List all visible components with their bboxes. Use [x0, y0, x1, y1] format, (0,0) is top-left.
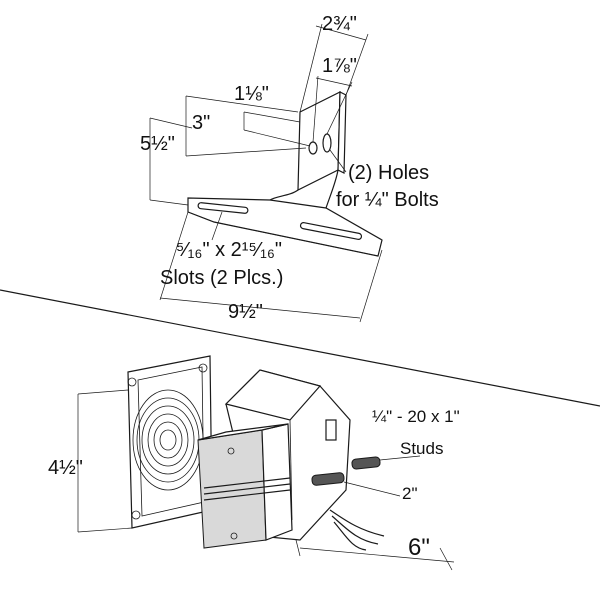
dim-label-depth: 6" [408, 534, 430, 561]
light-assembly [77, 355, 455, 571]
dim-line-9-1-2 [159, 297, 361, 319]
lens-screw [198, 363, 208, 373]
wire [331, 515, 379, 545]
reflector-band [203, 483, 291, 495]
slots-leader [211, 211, 223, 241]
lens-screw [131, 510, 141, 520]
dim-label-total-height: 5½" [140, 133, 175, 155]
slots-note-line1: ⁵⁄₁₆" x 2¹⁵⁄₁₆" [176, 239, 282, 261]
bracket-upright-plate [297, 91, 341, 191]
dim-ext-line [326, 81, 353, 135]
holes-leader [329, 149, 347, 173]
lens-screw [127, 377, 137, 387]
studs-note-line1: ¼" - 20 x 1" [372, 407, 460, 426]
dim-label-hole-offset: 1⅛" [234, 83, 269, 105]
dim-ext-line [159, 211, 189, 301]
dim-label-bracket-length: 9½" [228, 301, 263, 323]
dim-ext-line [243, 111, 301, 123]
dim-label-hole-spacing: 1⅞" [322, 55, 357, 77]
dim-ext-line [149, 117, 193, 129]
dim-line-2-3-4 [315, 25, 367, 41]
dim-ext-line [77, 527, 133, 533]
dim-label-lens-height: 4½" [48, 457, 83, 479]
wire [329, 509, 385, 537]
dim-line-1-7-8 [315, 77, 353, 87]
dim-label-inner-height: 3" [192, 112, 211, 134]
dim-line-2 [343, 481, 401, 497]
bracket-base-edge [187, 211, 379, 257]
dim-ext-line [439, 547, 453, 571]
studs-leader [379, 455, 421, 461]
section-divider [0, 289, 600, 407]
reflector-band [203, 489, 291, 501]
mounting-bracket [149, 23, 383, 323]
reflector-top [197, 423, 289, 441]
reflector-side [261, 423, 293, 541]
housing-edge [289, 419, 293, 521]
mounting-stud-lower [311, 472, 345, 486]
holes-note-line1: (2) Holes [348, 162, 430, 184]
holes-note-line2: for ¼" Bolts [336, 189, 439, 211]
wire [333, 521, 367, 551]
dim-ext-line [299, 23, 323, 113]
dim-ext-line [359, 249, 383, 323]
dim-ext-line [185, 147, 307, 157]
reflector-screw [227, 447, 235, 455]
dim-ext-line [345, 33, 369, 96]
slot-left [197, 202, 249, 214]
reflector-screw [230, 532, 238, 540]
slots-note-line2: Slots (2 Plcs.) [160, 267, 284, 289]
mounting-stud-upper [351, 456, 381, 470]
dim-label-bracket-width: 2¾" [322, 13, 357, 35]
housing-clip [325, 419, 337, 441]
reflector-band [203, 477, 291, 489]
bracket-bend-left [269, 189, 299, 201]
dim-label-stud-spacing: 2" [402, 484, 418, 503]
reflector-front [197, 429, 267, 549]
bracket-bend-right [325, 169, 339, 209]
dim-ext-line [312, 75, 319, 143]
slot-right [299, 222, 363, 240]
dim-ext-line [77, 389, 129, 395]
dim-line-6 [299, 547, 455, 563]
dim-ext-line [243, 129, 311, 147]
dim-ext-line [149, 199, 189, 206]
bracket-upright-edge [337, 91, 347, 174]
dim-ext-line [185, 95, 299, 113]
dim-ext-line [295, 539, 301, 557]
studs-note-line2: Studs [400, 439, 444, 458]
housing-top [224, 369, 322, 421]
